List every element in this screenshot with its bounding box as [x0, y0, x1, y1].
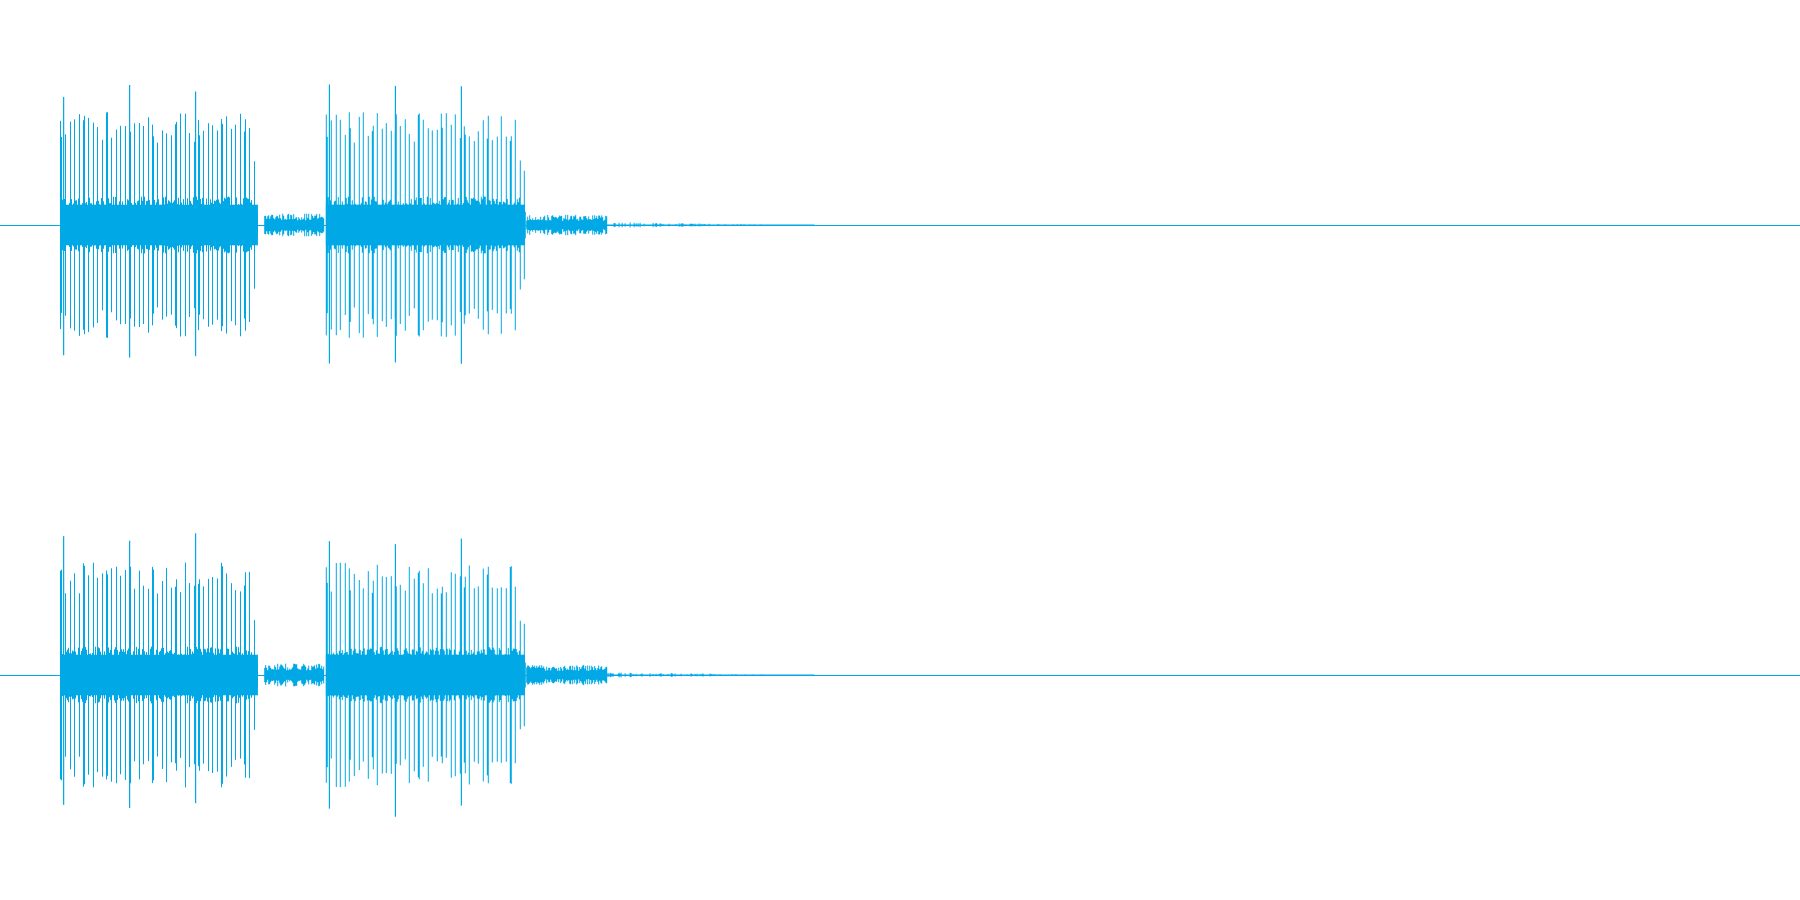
waveform-strokes	[526, 664, 608, 686]
waveform-strokes	[264, 213, 325, 237]
waveform-segment	[526, 214, 608, 236]
waveform-segment	[325, 562, 526, 788]
waveform-strokes	[526, 214, 608, 236]
waveform-segment	[60, 562, 258, 788]
channel-2-waveform[interactable]	[0, 533, 1800, 817]
waveform-core	[325, 204, 525, 246]
channel-1-waveform[interactable]	[0, 84, 1800, 364]
waveform-core	[60, 204, 258, 246]
waveform-segment	[264, 213, 325, 237]
waveform-core	[325, 654, 525, 696]
waveform-segment	[606, 672, 815, 678]
waveform-segment	[60, 112, 258, 338]
waveform-segment	[606, 222, 815, 228]
waveform-segment	[526, 664, 608, 686]
waveform-strokes	[606, 222, 815, 228]
waveform-strokes	[264, 663, 325, 687]
waveform-segment	[325, 112, 526, 338]
waveform-strokes	[606, 672, 815, 678]
waveform-core	[60, 654, 258, 696]
waveform-segment	[264, 663, 325, 687]
